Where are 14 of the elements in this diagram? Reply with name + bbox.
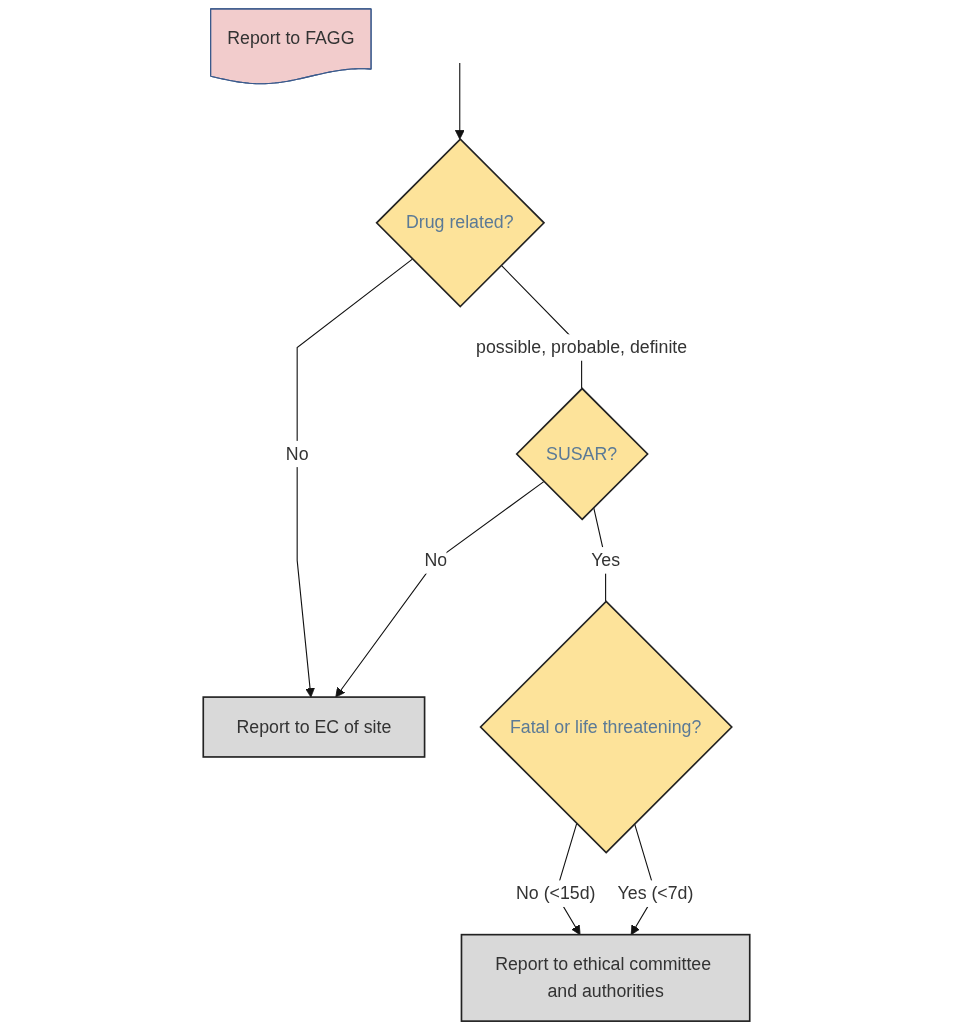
node-diamond: Drug related? [375,137,546,308]
arrow [296,258,413,698]
edge-label: No (<15d) [516,883,596,903]
arrow [335,481,545,698]
edge-label: No [424,550,448,570]
edge-label: No [285,443,309,463]
arrow [454,62,465,140]
edge-label: possible, probable, definite [476,337,688,357]
node-box: Report to EC of site [202,696,426,758]
node-diamond: Fatal or life threatening? [479,600,733,854]
edge-label: Yes (<7d) [617,883,694,903]
node-box: Report to ethical committee and authorities [460,933,751,1022]
edge-label: Yes [591,550,621,570]
node-diamond: SUSAR? [515,387,649,521]
